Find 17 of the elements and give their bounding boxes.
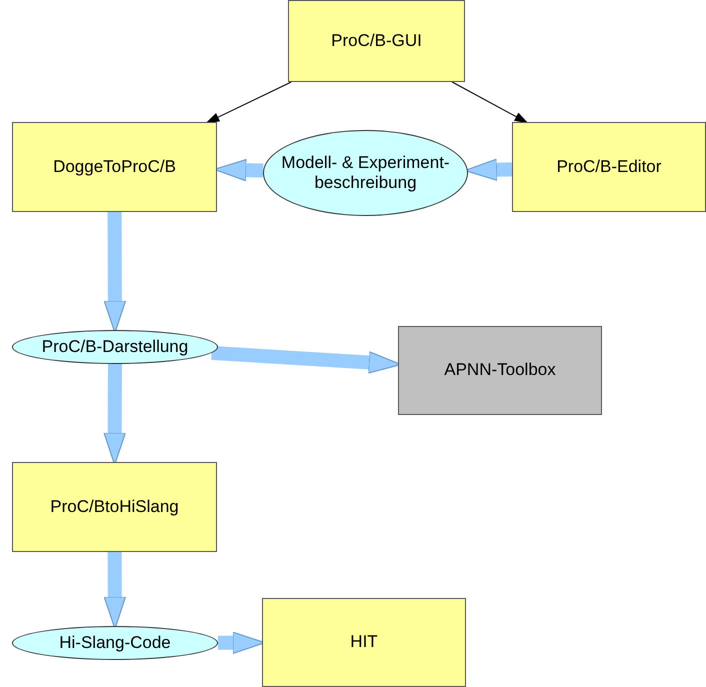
node-label: Hi-Slang-Code	[59, 632, 171, 654]
node-label: ProC/BtoHiSlang	[50, 496, 179, 518]
node-label: ProC/B-Darstellung	[42, 336, 188, 358]
node-label: ProC/B-GUI	[331, 30, 422, 52]
node-label: DoggeToProC/B	[53, 156, 176, 178]
node-label: Modell- & Experiment-beschreibung	[280, 152, 451, 194]
node-label: ProC/B-Editor	[556, 156, 662, 178]
arrow	[206, 82, 292, 124]
process-box	[398, 326, 602, 415]
process-box	[262, 598, 466, 687]
node-label: HIT	[350, 632, 378, 653]
process-box	[12, 122, 217, 212]
node-label: APNN-Toolbox	[444, 360, 556, 381]
process-box	[12, 462, 217, 552]
process-box	[512, 122, 706, 212]
process-box	[288, 0, 465, 82]
arrow	[452, 82, 528, 124]
